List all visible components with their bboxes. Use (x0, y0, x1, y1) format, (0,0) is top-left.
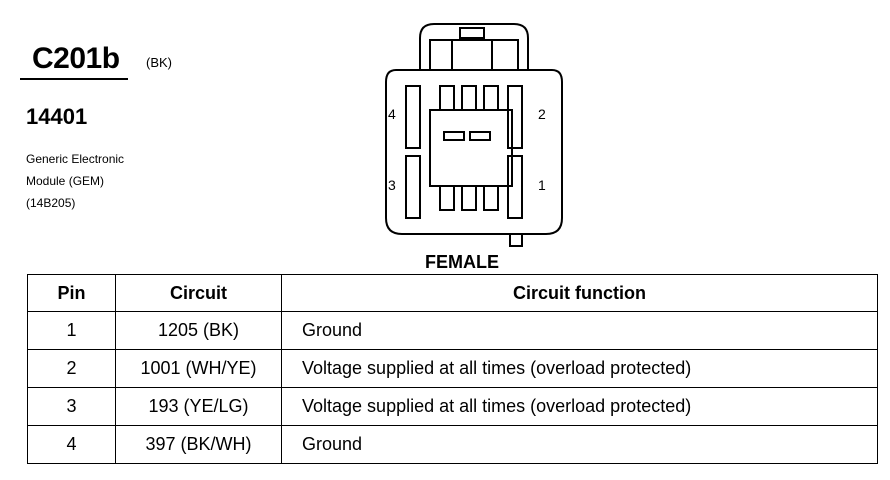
terminal-slot (469, 131, 491, 141)
bottom-cavity (461, 185, 477, 211)
top-cavity (483, 85, 499, 111)
cell-pin: 1 (27, 311, 116, 350)
cell-pin: 3 (27, 387, 116, 426)
top-cavity (439, 85, 455, 111)
header-circuit: Circuit (115, 274, 282, 312)
cell-function: Voltage supplied at all times (overload … (281, 387, 878, 426)
terminal-slot (443, 131, 465, 141)
cell-function: Ground (281, 311, 878, 350)
latch-button (459, 27, 485, 39)
view-label: FEMALE (425, 252, 499, 272)
pin-label-1: 1 (538, 177, 546, 193)
pin-1-terminal (507, 155, 523, 219)
description-line-3: (14B205) (26, 196, 76, 210)
pin-3-terminal (405, 155, 421, 219)
description-line-1: Generic Electronic (26, 152, 125, 166)
table-row: 4 397 (BK/WH) Ground (27, 425, 878, 464)
table-row: 3 193 (YE/LG) Voltage supplied at all ti… (27, 387, 878, 426)
cell-function: Ground (281, 425, 878, 464)
connector-id-underline (20, 78, 128, 80)
connector-id: C201b (32, 42, 120, 75)
bottom-cavity (483, 185, 499, 211)
description-line-2: Module (GEM) (26, 174, 105, 188)
cell-circuit: 1205 (BK) (115, 311, 282, 350)
table-header-row: Pin Circuit Circuit function (27, 274, 878, 312)
latch-tab (419, 23, 529, 70)
cell-pin: 4 (27, 425, 116, 464)
part-number: 14401 (26, 104, 88, 129)
cell-function: Voltage supplied at all times (overload … (281, 349, 878, 388)
pin-label-4: 4 (388, 106, 396, 122)
cell-pin: 2 (27, 349, 116, 388)
cell-circuit: 1001 (WH/YE) (115, 349, 282, 388)
table-row: 2 1001 (WH/YE) Voltage supplied at all t… (27, 349, 878, 388)
header-pin: Pin (27, 274, 116, 312)
pinout-table: Pin Circuit Circuit function 1 1205 (BK)… (27, 274, 878, 464)
connector-color: (BK) (146, 55, 172, 70)
locating-key (509, 234, 523, 247)
pin-label-3: 3 (388, 177, 396, 193)
center-island (429, 109, 513, 187)
connector-face-diagram (385, 23, 563, 247)
header-function: Circuit function (281, 274, 878, 312)
connector-housing (385, 69, 563, 235)
pin-label-2: 2 (538, 106, 546, 122)
top-cavity (461, 85, 477, 111)
table-row: 1 1205 (BK) Ground (27, 311, 878, 350)
bottom-cavity (439, 185, 455, 211)
pin-4-terminal (405, 85, 421, 149)
cell-circuit: 193 (YE/LG) (115, 387, 282, 426)
cell-circuit: 397 (BK/WH) (115, 425, 282, 464)
pin-2-terminal (507, 85, 523, 149)
